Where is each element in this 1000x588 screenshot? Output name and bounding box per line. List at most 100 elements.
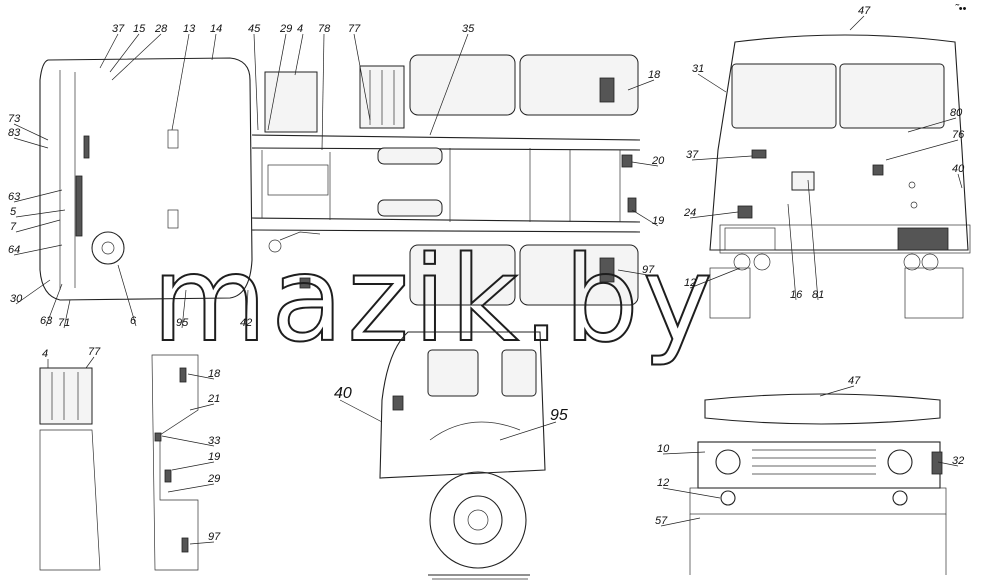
callout-leader: [787, 203, 797, 301]
callout-leader: [429, 33, 469, 136]
callout-leader: [807, 179, 819, 301]
callout-number: 35: [462, 23, 475, 35]
callout-number: 7: [10, 221, 17, 233]
callout-number: 31: [692, 63, 704, 75]
callout-number: 32: [952, 455, 964, 467]
chassis-top-view: [39, 54, 641, 306]
callout-number: 95: [550, 407, 568, 424]
callout-number: 95: [176, 317, 189, 329]
callout-number: 81: [812, 289, 824, 301]
callout-leader: [957, 173, 963, 189]
callout-number: 47: [858, 5, 871, 17]
truck-front-view: [709, 34, 971, 319]
battery-inset: [39, 367, 101, 571]
callout-leader: [245, 289, 249, 329]
callout-leader: [662, 487, 721, 499]
callout-leader: [189, 403, 215, 411]
callout-number: 45: [248, 23, 261, 35]
callout-number: 5: [10, 206, 17, 218]
callout-leader: [907, 117, 957, 133]
callout-number: 78: [318, 23, 331, 35]
bumper-grille-view: [689, 393, 947, 575]
callout-number: 10: [657, 443, 670, 455]
callout-number: 97: [642, 264, 655, 276]
callout-number: 40: [334, 385, 352, 402]
callout-leader: [13, 137, 49, 149]
callout-number: 77: [88, 346, 101, 358]
callout-leader: [161, 435, 215, 447]
callout-leader: [321, 33, 325, 151]
callout-leader: [631, 161, 659, 167]
callout-number: 12: [657, 477, 669, 489]
callout-number: 14: [210, 23, 222, 35]
callout-number: 13: [183, 23, 196, 35]
callout-leader: [627, 79, 655, 91]
callout-number: 42: [240, 317, 252, 329]
callout-leader: [662, 451, 706, 455]
callout-number: 80: [950, 107, 963, 119]
callout-leader: [189, 541, 215, 545]
callout-number: 71: [58, 317, 70, 329]
callout-number: 6: [130, 315, 137, 327]
callout-leader: [631, 209, 659, 227]
callout-leader: [689, 211, 739, 219]
callout-leader: [45, 283, 63, 327]
callout-number: 16: [790, 289, 803, 301]
callout-leader: [849, 15, 865, 31]
callout-number: 63: [8, 191, 21, 203]
callout-leader: [15, 209, 66, 218]
callout-number: 97: [208, 531, 221, 543]
callout-leader: [109, 33, 140, 73]
callout-leader: [15, 219, 61, 233]
callout-leader: [99, 33, 119, 69]
callout-leader: [937, 461, 959, 467]
callout-number: 37: [112, 23, 125, 35]
callout-leader: [15, 279, 51, 305]
callout-number: 33: [208, 435, 221, 447]
callout-leader: [13, 189, 63, 203]
callout-leader: [697, 73, 727, 93]
callout-leader: [660, 517, 701, 527]
callout-number: 20: [651, 155, 665, 167]
callout-number: 21: [207, 393, 220, 405]
callout-leader: [691, 155, 753, 161]
watermark-text: mazik.by: [152, 230, 717, 368]
callout-number: 83: [8, 127, 21, 139]
callout-number: 18: [208, 368, 221, 380]
callout-number: 12: [684, 277, 696, 289]
callout-leader: [267, 33, 287, 131]
callout-number: 28: [154, 23, 168, 35]
callout-number: 15: [133, 23, 146, 35]
side-strip: [151, 354, 199, 571]
callout-leader: [339, 399, 383, 423]
callout-leader: [819, 385, 855, 397]
callout-number: 29: [207, 473, 220, 485]
callout-leader: [171, 461, 215, 471]
callout-leader: [181, 289, 187, 329]
callout-leader: [13, 244, 63, 256]
callout-leader: [253, 33, 259, 131]
callout-leader: [13, 123, 49, 141]
callout-number: 29: [279, 23, 292, 35]
callout-number: 47: [848, 375, 861, 387]
cab-side-view: [379, 331, 546, 580]
callout-labels: 37 15 28 13 14 45 29 4 78 77 35 18 20 19 97 73 83 63 5 7 64 3…: [8, 5, 965, 545]
callout-leader: [111, 33, 162, 81]
callout-number: 76: [952, 129, 965, 141]
callout-number: 63: [40, 315, 53, 327]
callout-number: 19: [652, 215, 664, 227]
callout-number: 73: [8, 113, 21, 125]
callout-leader: [211, 33, 217, 61]
corner-mark: ˜••: [955, 3, 967, 15]
callout-number: 64: [8, 244, 20, 256]
callout-number: 37: [686, 149, 699, 161]
callout-leader: [617, 269, 649, 276]
callout-number: 18: [648, 69, 661, 81]
callout-leader: [85, 356, 95, 369]
callout-leader: [353, 33, 371, 121]
callout-leader: [499, 421, 557, 441]
callout-leader: [63, 299, 71, 329]
callout-number: 4: [297, 23, 303, 35]
callout-number: 40: [952, 163, 965, 175]
